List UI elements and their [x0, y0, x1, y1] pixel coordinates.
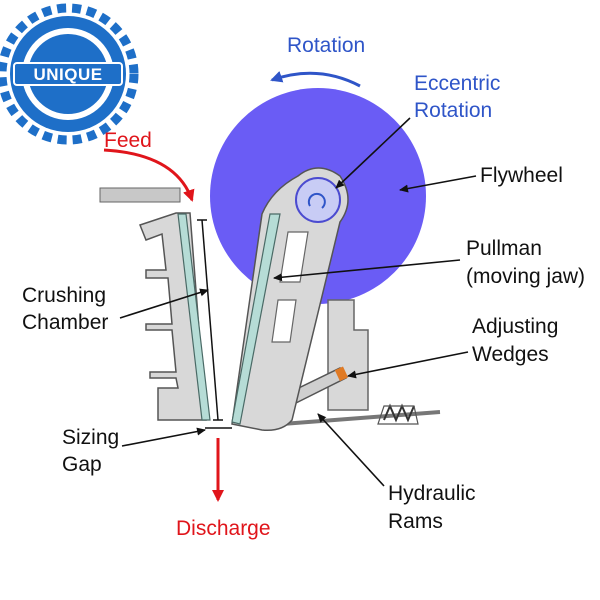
- logo-text: UNIQUE: [33, 65, 102, 84]
- rotation-icon: [307, 192, 326, 209]
- crushing-label-line1: Crushing: [22, 284, 106, 307]
- hydraulic-label-line2: Rams: [388, 510, 443, 533]
- hydraulic-rams-leader: [317, 413, 385, 487]
- sizing-gap-leader: [121, 427, 206, 447]
- eccentric-label-line1: Eccentric: [414, 72, 500, 95]
- hydraulic-rod: [281, 410, 441, 426]
- sizing-label-line1: Sizing: [62, 426, 119, 449]
- logo-banner: [13, 62, 123, 86]
- rotation-label: Rotation: [287, 34, 365, 57]
- pullman-leader: [273, 259, 461, 282]
- pitman-window: [271, 299, 297, 343]
- eccentric-leader: [335, 117, 411, 189]
- rotation-arrow: [270, 71, 361, 88]
- logo: UNIQUE: [0, 3, 139, 145]
- adjusting-label-line1: Adjusting: [472, 315, 558, 338]
- adjusting-wedges-leader: [347, 351, 469, 379]
- crushing-label-line2: Chamber: [22, 311, 108, 334]
- eccentric-label-line2: Rotation: [414, 99, 492, 122]
- adjusting-label-line2: Wedges: [472, 343, 549, 366]
- crushing-chamber-leader: [119, 288, 209, 319]
- discharge-label: Discharge: [176, 517, 271, 540]
- wedge-housing: [327, 299, 369, 411]
- fixed-jaw-liner: [177, 213, 211, 421]
- chamber-depth-line: [201, 219, 219, 421]
- pullman-moving-jaw: [231, 167, 349, 432]
- feed-label: Feed: [104, 129, 152, 152]
- feed-arrow: [103, 148, 195, 202]
- sizing-label-line2: Gap: [62, 453, 102, 476]
- adjusting-wedge: [334, 366, 349, 382]
- hydraulic-label-line1: Hydraulic: [388, 482, 476, 505]
- pullman-label-line2: (moving jaw): [466, 265, 585, 288]
- feed-plate: [99, 187, 181, 203]
- flywheel-label: Flywheel: [480, 164, 563, 187]
- pullman-label-line1: Pullman: [466, 237, 542, 260]
- spring-housing: [377, 405, 419, 425]
- spring: [383, 403, 415, 423]
- pitman-window: [279, 231, 309, 283]
- flywheel-leader: [399, 175, 477, 193]
- moving-jaw-liner: [231, 213, 281, 425]
- eccentric-shaft: [295, 177, 341, 223]
